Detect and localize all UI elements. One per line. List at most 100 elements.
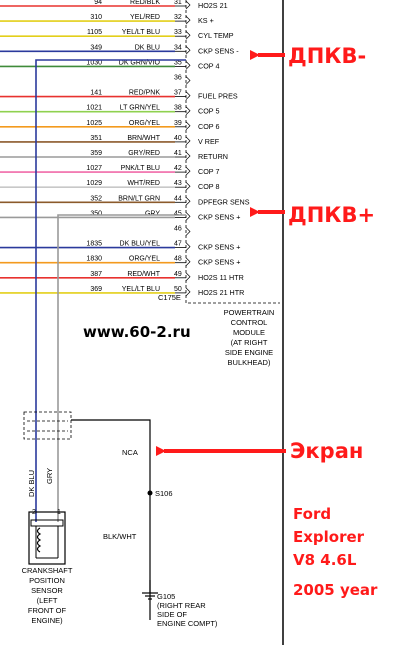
pin-number: 40 xyxy=(174,135,182,142)
pin-terminal-icon xyxy=(185,0,191,10)
wire-color-code: BRN/LT GRN xyxy=(118,195,160,202)
pin-number: 33 xyxy=(174,29,182,36)
pin-terminal-icon xyxy=(185,181,191,191)
circuit-number: 141 xyxy=(90,90,102,97)
circuit-number: 351 xyxy=(90,135,102,142)
circuit-number: 1105 xyxy=(87,29,102,36)
pin-function: COP 8 xyxy=(198,182,219,191)
module-label-line: MODULE xyxy=(233,328,265,337)
circuit-number: 349 xyxy=(90,44,102,51)
pin-terminal-icon xyxy=(185,272,191,282)
ckp-plus-annotation: ДПКВ+ xyxy=(288,203,375,227)
sensor-wire-label: GRY xyxy=(45,468,54,484)
wire-color-code: GRY xyxy=(145,210,160,217)
ground-id: G105 xyxy=(157,592,175,601)
wire-color-code: ORG/YEL xyxy=(129,256,160,263)
wire-color-code: DK BLU/YEL xyxy=(120,241,161,248)
ground-location-line: (RIGHT REAR xyxy=(157,601,206,610)
shield-box xyxy=(23,411,72,440)
pin-function: FUEL PRES xyxy=(198,92,238,101)
pin-terminal-icon xyxy=(185,166,191,176)
pin-number: 50 xyxy=(174,286,182,293)
ground-location-line: ENGINE COMPT) xyxy=(157,619,218,628)
splice-label: S106 xyxy=(155,489,173,498)
wire-color-code: GRY/RED xyxy=(128,150,160,157)
pin-function: CKP SENS - xyxy=(198,46,239,55)
pin-function: DPFEGR SENS xyxy=(198,197,250,206)
wire-color-code: WHT/RED xyxy=(127,180,160,187)
pin-number: 44 xyxy=(174,195,182,202)
pin-terminal-icon xyxy=(185,197,191,206)
connector-outline xyxy=(185,0,280,304)
circuit-number: 94 xyxy=(94,0,102,6)
sensor-label-line: ENGINE) xyxy=(31,616,63,625)
module-label-line: (AT RIGHT xyxy=(231,338,268,347)
shield-annotation: Экран xyxy=(290,439,363,463)
splice-dot xyxy=(147,490,153,496)
pin-number: 34 xyxy=(174,44,182,51)
circuit-number: 1025 xyxy=(86,120,102,127)
pin-terminal-icon xyxy=(185,136,191,146)
pin-function: COP 7 xyxy=(198,167,219,176)
pin-function: V REF xyxy=(198,137,220,146)
car-info: Ford Explorer V8 4.6L 2005 year xyxy=(293,505,378,599)
sensor-coil-icon xyxy=(36,527,42,553)
car-info-line: Explorer xyxy=(293,528,365,546)
crankshaft-sensor xyxy=(28,511,66,565)
ckp-minus-wire xyxy=(35,59,186,522)
pin-number: 48 xyxy=(174,256,182,263)
pin-terminal-icon xyxy=(185,257,191,266)
pin-number: 45 xyxy=(174,210,182,217)
wire-color-code: YEL/RED xyxy=(130,14,160,21)
pin-function: HO2S 21 xyxy=(198,1,228,10)
wire-color-code: DK GRN/VIO xyxy=(119,59,161,66)
module-label-line: SIDE ENGINE xyxy=(225,348,273,357)
circuit-number: 1027 xyxy=(86,165,102,172)
pin-number: 43 xyxy=(174,180,182,187)
shield-drain-wire xyxy=(71,419,151,620)
pin-function: CKP SENS + xyxy=(198,243,240,252)
pin-function: CYL TEMP xyxy=(198,31,234,40)
circuit-number: 1021 xyxy=(86,105,102,112)
pin-function: HO2S 11 HTR xyxy=(198,273,244,282)
sensor-label-line: POSITION xyxy=(29,576,65,585)
module-label-line: CONTROL xyxy=(231,318,268,327)
circuit-number: 1029 xyxy=(86,180,102,187)
wire-color-code: BRN/WHT xyxy=(127,135,160,142)
connector-id: C175E xyxy=(158,293,181,302)
car-info-line: V8 4.6L xyxy=(293,551,357,569)
pin-terminal-icon xyxy=(185,106,191,115)
circuit-number: 387 xyxy=(90,271,102,278)
pin-number: 35 xyxy=(174,59,182,66)
pin-terminal-icon xyxy=(185,151,191,161)
circuit-number: 352 xyxy=(90,195,102,202)
website-text: www.60-2.ru xyxy=(83,323,191,341)
pin-function: KS + xyxy=(198,16,214,25)
ground-location-line: SIDE OF xyxy=(157,610,187,619)
ckp-minus-annotation: ДПКВ- xyxy=(288,44,366,68)
pin-number: 42 xyxy=(174,165,182,172)
pin-function: COP 4 xyxy=(198,61,219,70)
pin-terminal-icon xyxy=(185,242,191,251)
pin-terminal-icon xyxy=(185,61,191,70)
nca-label: NCA xyxy=(122,448,138,457)
wire-color-code: YEL/LT BLU xyxy=(122,29,160,36)
pin-terminal-icon xyxy=(185,91,191,100)
circuit-number: 1835 xyxy=(86,241,102,248)
wire-color-code: RED/PNK xyxy=(129,90,160,97)
sensor-label-line: FRONT OF xyxy=(28,606,67,615)
sensor-body xyxy=(28,511,66,565)
pin-terminal-icon xyxy=(185,46,191,55)
ground-wire-label: BLK/WHT xyxy=(103,532,137,541)
car-info-line: Ford xyxy=(293,505,331,523)
pin-terminal-icon xyxy=(185,227,191,236)
ckp-plus-wire xyxy=(57,214,186,522)
car-info-line: 2005 year xyxy=(293,581,378,599)
pin-terminal-icon xyxy=(185,287,191,297)
pin-terminal-icon xyxy=(185,121,191,131)
pin-number: 32 xyxy=(174,14,182,21)
wire-color-code: YEL/LT BLU xyxy=(122,286,160,293)
pin-terminal-icon xyxy=(185,15,191,25)
pin-number: 41 xyxy=(174,150,182,157)
